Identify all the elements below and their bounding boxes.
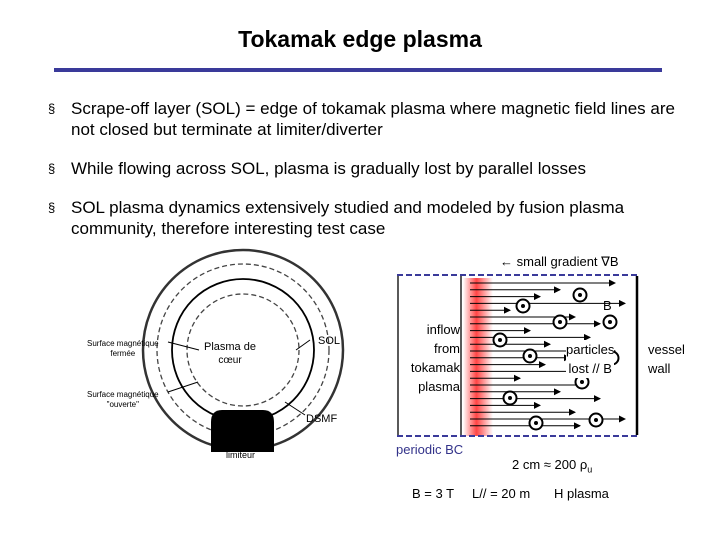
- b-out-of-plane-symbol: [588, 412, 604, 428]
- sol-model-box: [397, 274, 639, 437]
- bullet-list: § Scrape-off layer (SOL) = edge of tokam…: [48, 98, 688, 257]
- slide-title: Tokamak edge plasma: [238, 26, 482, 52]
- leader-line: [284, 401, 306, 416]
- bullet-marker: §: [48, 101, 56, 116]
- periodic-bc-label: periodic BC: [396, 442, 464, 457]
- bullet-text: While flowing across SOL, plasma is grad…: [71, 159, 586, 178]
- b-out-of-plane-symbol: [492, 332, 508, 348]
- bullet-text: SOL plasma dynamics extensively studied …: [71, 198, 625, 238]
- inflow-glow: [463, 278, 493, 436]
- b-out-of-plane-symbol: [574, 374, 590, 390]
- title-underline: [54, 68, 662, 72]
- vessel-wall-label: vessel wall: [648, 342, 685, 376]
- b-out-of-plane-symbol: [602, 314, 618, 330]
- b-out-of-plane-symbol: [552, 314, 568, 330]
- leader-line: [295, 339, 311, 351]
- leader-line: [167, 381, 199, 393]
- connection-length-label: L// = 20 m: [472, 486, 531, 501]
- dsmf-label: DSMF: [306, 413, 338, 425]
- particles-lost-label: particles lost // B: [566, 340, 615, 378]
- inflow-label: inflow from tokamak plasma: [410, 322, 460, 394]
- limiter-label: limiteur: [226, 450, 256, 460]
- open-surface-label: Surface magnétique "ouverte": [87, 390, 159, 409]
- species-label: H plasma: [554, 486, 609, 501]
- limiter-shape: [211, 410, 274, 452]
- open-surface-circle: [156, 263, 330, 437]
- tokamak-cross-section: [141, 248, 345, 452]
- b-out-of-plane-symbol: [572, 287, 588, 303]
- closed-surface-label: Surface magnétique fermée: [87, 339, 159, 358]
- b-out-of-plane-symbol: [502, 390, 518, 406]
- width-label: 2 cm ≈ 200 ρu: [512, 457, 593, 475]
- b-out-of-plane-symbol: [515, 298, 531, 314]
- b-out-of-plane-symbol: [522, 348, 538, 364]
- closed-surface-circle: [186, 293, 300, 407]
- b-out-of-plane-symbol: [528, 415, 544, 431]
- gradient-label: ← small gradient ∇B: [500, 254, 619, 269]
- core-plasma-label: Plasma de cœur: [204, 341, 256, 366]
- magnetic-field-value: B = 3 T: [412, 486, 455, 501]
- bullet-marker: §: [48, 161, 56, 176]
- sol-label: SOL: [318, 335, 341, 347]
- bullet-item: § SOL plasma dynamics extensively studie…: [48, 197, 688, 239]
- b-field-label: B: [603, 298, 612, 313]
- bullet-item: § Scrape-off layer (SOL) = edge of tokam…: [48, 98, 688, 140]
- bullet-text: Scrape-off layer (SOL) = edge of tokamak…: [71, 99, 675, 139]
- bullet-item: § While flowing across SOL, plasma is gr…: [48, 158, 688, 179]
- bullet-marker: §: [48, 200, 56, 215]
- leader-line: [167, 341, 200, 351]
